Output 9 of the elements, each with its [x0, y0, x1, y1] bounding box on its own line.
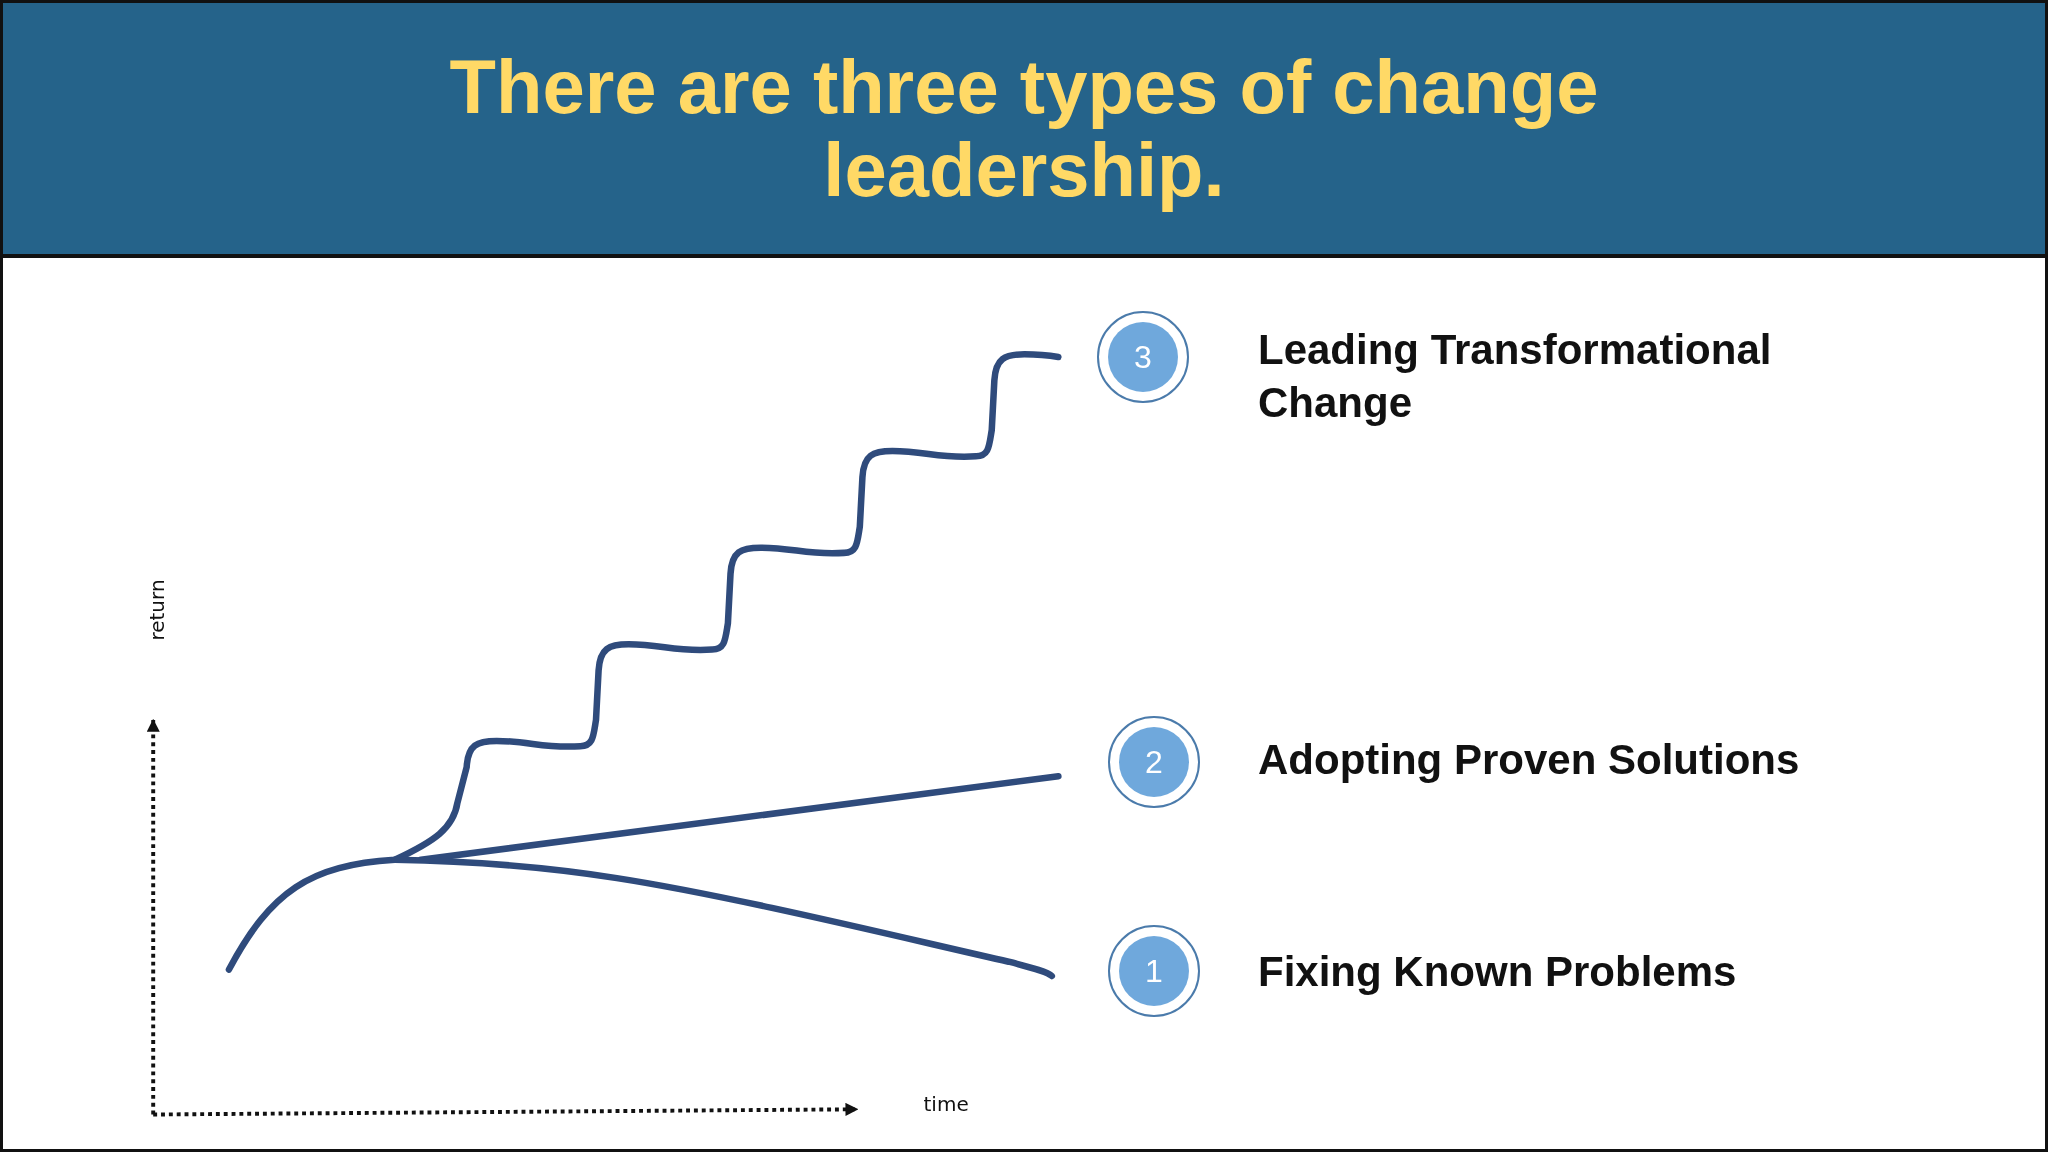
number-circle: 1 — [1108, 925, 1200, 1017]
slide-title: There are three types of change leadership. — [448, 46, 1600, 211]
number-circle: 2 — [1108, 716, 1200, 808]
step-label: Fixing Known Problems — [1258, 947, 1738, 997]
step-label: Leading Transformational Change — [1258, 325, 1773, 428]
step-label: Adopting Proven Solutions — [1258, 735, 1801, 785]
number-circle: 3 — [1097, 311, 1189, 403]
axis-label: time — [923, 1092, 969, 1116]
axis-label: return — [144, 579, 169, 641]
